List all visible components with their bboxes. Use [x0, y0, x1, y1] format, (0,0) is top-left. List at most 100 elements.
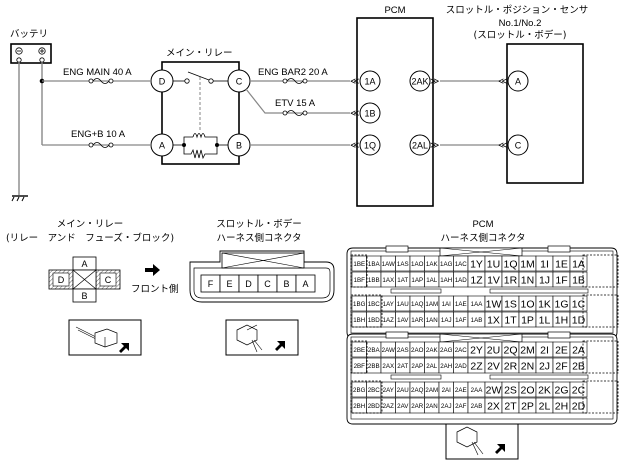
pcm-pin-2al: 2AL — [424, 357, 440, 374]
pcm-pin-1x: 1X — [484, 311, 503, 328]
svg-text:1B: 1B — [572, 275, 585, 287]
svg-text:2AJ: 2AJ — [441, 403, 452, 410]
pcm-pin-2t: 2T — [501, 397, 520, 414]
svg-text:2J: 2J — [539, 361, 550, 373]
svg-text:1AD: 1AD — [455, 277, 468, 284]
svg-text:1C: 1C — [572, 299, 586, 311]
pcm-pin-1b: ≪ 1B — [350, 102, 381, 124]
pcm-pin-1bd: 1BD — [366, 311, 382, 328]
pcm-pin-2bh: 2BH — [351, 397, 367, 414]
svg-text:2Z: 2Z — [470, 361, 483, 373]
svg-text:2AL: 2AL — [426, 363, 438, 370]
svg-text:2AW: 2AW — [382, 347, 395, 354]
relay-connector-title-line2: (リレー アンド フューズ・ブロック) — [6, 232, 174, 244]
relay-pin-d: D — [150, 69, 174, 93]
svg-text:2S: 2S — [504, 385, 517, 397]
svg-text:B: B — [283, 279, 289, 289]
pcm-pin-2p: 2P — [518, 397, 537, 414]
connector-pin-b: B — [276, 274, 297, 293]
svg-text:1R: 1R — [504, 275, 518, 287]
pcm-pin-1ac: 1AC — [453, 255, 469, 272]
relay-box — [161, 61, 240, 165]
svg-text:1AA: 1AA — [471, 301, 484, 308]
svg-text:2A: 2A — [572, 345, 585, 357]
pcm-pin-1c: 1C — [569, 295, 588, 312]
connector-icon: ≫ — [430, 76, 439, 86]
pcm-pin-2h: 2H — [552, 397, 571, 414]
svg-text:2N: 2N — [521, 361, 534, 373]
svg-text:1U: 1U — [487, 259, 500, 271]
svg-text:2AD: 2AD — [455, 363, 468, 370]
svg-text:A: A — [81, 259, 87, 269]
svg-text:2AB: 2AB — [471, 403, 483, 410]
svg-text:C: C — [264, 279, 271, 289]
svg-text:1AR: 1AR — [411, 317, 424, 324]
pcm-pin-1ar: 1AR — [409, 311, 425, 328]
pcm-pin-1ax: 1AX — [380, 271, 396, 288]
pcm-pin-1g: 1G — [552, 295, 571, 312]
svg-text:2W: 2W — [486, 385, 502, 397]
pcm-pin-1y: 1Y — [467, 255, 486, 272]
svg-text:1AJ: 1AJ — [441, 317, 452, 324]
svg-text:1AG: 1AG — [440, 261, 453, 268]
svg-text:1BC: 1BC — [368, 301, 381, 308]
svg-text:1AH: 1AH — [440, 277, 452, 284]
pcm-connector-thumbnail-icon — [445, 423, 519, 460]
pcm-pin-2ab: 2AB — [467, 397, 486, 414]
pcm-pin-1bb: 1BB — [366, 271, 382, 288]
svg-text:2B: 2B — [572, 361, 585, 373]
svg-text:1O: 1O — [520, 299, 534, 311]
pcm-pin-2ax: 2AX — [380, 357, 396, 374]
fuse-eng-bar2-label: ENG BAR2 20 A — [258, 67, 328, 78]
pcm-pin-1q: ≪ 1Q — [350, 134, 381, 156]
svg-text:1AL: 1AL — [426, 277, 438, 284]
pcm-pin-2m: 2M — [518, 341, 537, 358]
pcm-pin-1ae: 1AE — [453, 295, 469, 312]
svg-text:2F: 2F — [555, 361, 567, 373]
pcm-pin-1ak: 1AK — [424, 255, 440, 272]
svg-text:2AE: 2AE — [455, 387, 467, 394]
pcm-pin-2bf: 2BF — [351, 357, 367, 374]
svg-text:2AL: 2AL — [412, 141, 428, 151]
pcm-pin-2w: 2W — [484, 381, 503, 398]
sensor-title-line3: (スロットル・ボデー) — [474, 29, 567, 41]
relay-pin-a: A — [150, 133, 174, 157]
svg-text:2D: 2D — [572, 401, 586, 413]
pcm-pin-1aq: 1AQ — [409, 295, 425, 312]
connector-icon: ≪ — [350, 140, 359, 150]
pcm-pin-1r: 1R — [501, 271, 520, 288]
pcm-pin-1bc: 1BC — [366, 295, 382, 312]
connector-pin-f: F — [200, 274, 221, 293]
pcm-pin-2aa: 2AA — [467, 381, 486, 398]
svg-text:1Q: 1Q — [364, 141, 376, 151]
svg-text:2Y: 2Y — [470, 345, 483, 357]
svg-text:2AK: 2AK — [411, 77, 428, 87]
svg-text:E: E — [226, 279, 232, 289]
relay-connector-thumbnail-icon — [68, 319, 142, 356]
svg-text:1AT: 1AT — [397, 277, 408, 284]
svg-text:2AR: 2AR — [411, 403, 424, 410]
pcm-pin-1ab: 1AB — [467, 311, 486, 328]
connector-pin-d: D — [238, 274, 259, 293]
svg-text:1A: 1A — [572, 259, 585, 271]
svg-text:1BF: 1BF — [354, 277, 366, 284]
svg-text:1Z: 1Z — [470, 275, 483, 287]
pcm-pin-1o: 1O — [518, 295, 537, 312]
svg-text:2K: 2K — [538, 385, 551, 397]
svg-text:1AV: 1AV — [397, 317, 409, 324]
pcm-pin-2ay: 2AY — [380, 381, 396, 398]
svg-text:1K: 1K — [538, 299, 551, 311]
svg-text:B: B — [236, 141, 242, 151]
svg-text:2R: 2R — [504, 361, 518, 373]
svg-text:2AI: 2AI — [442, 387, 452, 394]
pcm-pin-2ba: 2BA — [366, 341, 382, 358]
pcm-pin-2b: 2B — [569, 357, 588, 374]
pcm-pin-1p: 1P — [518, 311, 537, 328]
relay-switch-icon — [173, 71, 228, 132]
svg-text:2AM: 2AM — [425, 387, 438, 394]
pcm-pin-2e: 2E — [552, 341, 571, 358]
svg-text:1AS: 1AS — [397, 261, 409, 268]
svg-text:2AA: 2AA — [471, 387, 484, 394]
relay-connector-title-line1: メイン・リレー — [57, 219, 124, 230]
